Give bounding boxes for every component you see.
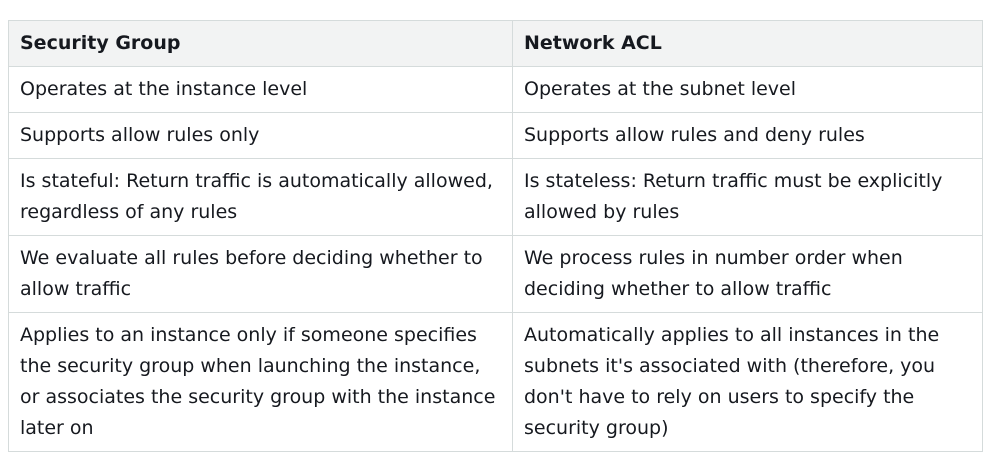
- security-group-cell: We evaluate all rules before deciding wh…: [8, 235, 513, 313]
- header-row: Security Group Network ACL: [8, 20, 983, 67]
- table-row: We evaluate all rules before deciding wh…: [8, 235, 983, 313]
- security-group-cell: Supports allow rules only: [8, 112, 513, 159]
- security-group-cell: Is stateful: Return traffic is automatic…: [8, 158, 513, 236]
- security-group-cell: Operates at the instance level: [8, 66, 513, 113]
- network-acl-cell: Is stateless: Return traffic must be exp…: [512, 158, 983, 236]
- table-row: Supports allow rules only Supports allow…: [8, 112, 983, 159]
- network-acl-cell: Automatically applies to all instances i…: [512, 312, 983, 452]
- table-body: Operates at the instance level Operates …: [8, 66, 983, 452]
- column-header-security-group: Security Group: [8, 20, 513, 67]
- column-header-network-acl: Network ACL: [512, 20, 983, 67]
- comparison-table-container: Security Group Network ACL Operates at t…: [8, 20, 983, 452]
- security-group-cell: Applies to an instance only if someone s…: [8, 312, 513, 452]
- network-acl-cell: We process rules in number order when de…: [512, 235, 983, 313]
- table-row: Operates at the instance level Operates …: [8, 66, 983, 113]
- security-group-vs-network-acl-table: Security Group Network ACL Operates at t…: [8, 20, 983, 452]
- table-row: Applies to an instance only if someone s…: [8, 312, 983, 452]
- table-header: Security Group Network ACL: [8, 20, 983, 67]
- network-acl-cell: Supports allow rules and deny rules: [512, 112, 983, 159]
- network-acl-cell: Operates at the subnet level: [512, 66, 983, 113]
- table-row: Is stateful: Return traffic is automatic…: [8, 158, 983, 236]
